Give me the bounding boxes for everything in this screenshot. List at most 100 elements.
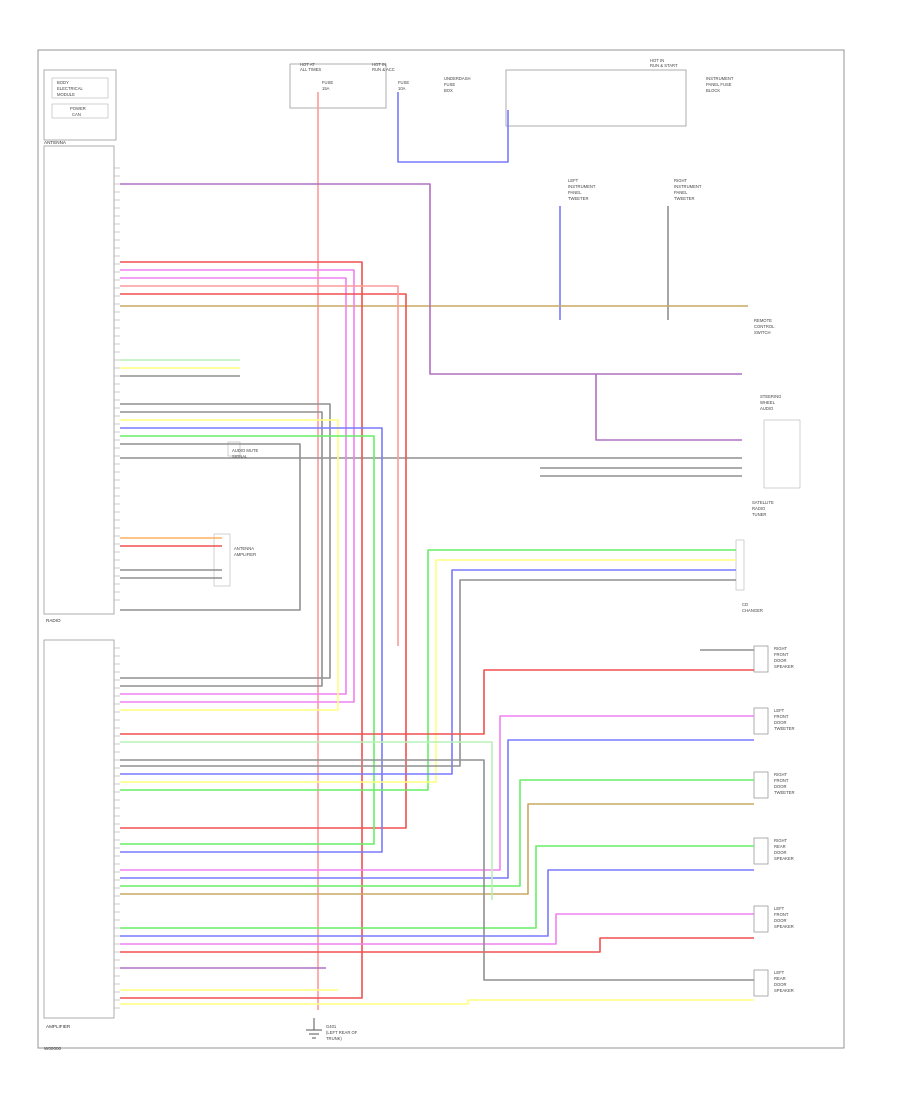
hot-start-line2: RUN & START xyxy=(650,63,678,68)
hot-run-line1: HOT AT xyxy=(300,62,315,67)
speaker-label-6: REAR xyxy=(774,976,786,981)
speaker-label-6: LEFT xyxy=(774,970,785,975)
wire-red-spk5 xyxy=(120,937,754,953)
remote-line1: REMOTE xyxy=(754,318,772,323)
wire-pink-spk2 xyxy=(120,715,754,871)
steering-line2: WHEEL xyxy=(760,400,776,405)
remote-line2: CONTROL xyxy=(754,324,775,329)
antenna-label: ANTENNA xyxy=(44,140,67,145)
speaker-label-2: TWEETER xyxy=(774,726,794,731)
hot-acc-line1: HOT IN xyxy=(372,62,386,67)
hot-acc-fuse1: FUSE xyxy=(398,80,409,85)
wire-green-spk4 xyxy=(120,845,754,929)
cd-line1: CD xyxy=(742,602,748,607)
instrument-line1: INSTRUMENT xyxy=(706,76,734,81)
underdash-line2: FUSE xyxy=(444,82,455,87)
hot-acc-line2: RUN & ACC xyxy=(372,67,395,72)
wire-lightgreen-amp xyxy=(120,741,493,900)
wire-layer xyxy=(120,92,754,1010)
wire-red-1 xyxy=(120,261,363,999)
wire-green-a xyxy=(120,435,375,845)
antenna-amp-line2: AMPLIFIER xyxy=(234,552,256,557)
speaker-label-1: RIGHT xyxy=(774,646,787,651)
steering-line3: AUDIO xyxy=(760,406,774,411)
wire-gray-b xyxy=(120,411,323,687)
speaker-label-3: FRONT xyxy=(774,778,789,783)
body-module-box xyxy=(43,69,117,141)
hot-acc-fuse2: 10A xyxy=(398,86,406,91)
wire-green-sat xyxy=(120,549,736,791)
wire-yellow-spk6 xyxy=(120,999,754,1005)
wire-blue-spk2 xyxy=(120,739,754,879)
steering-line1: STEERING xyxy=(760,394,781,399)
speaker-label-1: DOOR xyxy=(774,658,787,663)
speaker-label-3: TWEETER xyxy=(774,790,794,795)
speaker-label-4: RIGHT xyxy=(774,838,787,843)
wire-yellow-a xyxy=(120,419,339,711)
hot-run-line2: ALL TIMES xyxy=(300,67,321,72)
speaker-label-2: DOOR xyxy=(774,720,787,725)
hot-run-fuse1: FUSE xyxy=(322,80,333,85)
body-module-line2: ELECTRICAL xyxy=(57,86,84,91)
radio-box xyxy=(43,639,115,1019)
speaker-label-6: DOOR xyxy=(774,982,787,987)
wire-green-spk3 xyxy=(120,779,754,887)
wire-violet-steering-2 xyxy=(595,374,742,441)
ground-line1: G401 xyxy=(326,1024,337,1029)
body-module-line3: MODULE xyxy=(57,92,75,97)
hot-start-line1: HOT IN xyxy=(650,58,664,63)
wire-red-3 xyxy=(120,285,399,646)
antenna-amplifier-box xyxy=(43,145,115,615)
speaker-group xyxy=(753,645,769,997)
remote-line3: SWITCH xyxy=(754,330,771,335)
cd-line2: CHANGER xyxy=(742,608,763,613)
speaker-label-2: LEFT xyxy=(774,708,785,713)
right-spk-line3: PANEL xyxy=(674,190,688,195)
wire-blue-spk4 xyxy=(120,869,754,937)
antenna-amp-line1: ANTENNA xyxy=(234,546,254,551)
audio-mute-line1: AUDIO MUTE xyxy=(232,448,258,453)
wire-pink-spk5 xyxy=(120,913,754,945)
wire-gray-a xyxy=(120,403,331,679)
body-module-sub1: POWER xyxy=(70,106,86,111)
speaker-label-1: SPEAKER xyxy=(774,664,794,669)
diagram-frame xyxy=(37,49,845,1049)
wire-pink-2 xyxy=(120,277,347,695)
wire-brown-spk3 xyxy=(120,803,754,895)
speaker-label-5: FRONT xyxy=(774,912,789,917)
audio-mute-box xyxy=(227,441,241,457)
left-spk-line4: TWEETER xyxy=(568,196,588,201)
instrument-line2: PANEL FUSE xyxy=(706,82,732,87)
satellite-box xyxy=(735,539,745,591)
wire-blue-sat xyxy=(120,569,736,775)
speaker-label-1: FRONT xyxy=(774,652,789,657)
right-spk-line1: RIGHT xyxy=(674,178,687,183)
speaker-label-5: LEFT xyxy=(774,906,785,911)
underdash-line1: UNDERDASH xyxy=(444,76,471,81)
steering-switch-box xyxy=(213,533,231,587)
underdash-fuse-box xyxy=(505,69,687,127)
satellite-line2: RADIO xyxy=(752,506,766,511)
underdash-line3: BOX xyxy=(444,88,453,93)
wire-blue-acc-feed xyxy=(397,92,509,163)
wire-yellow-sat xyxy=(120,559,736,783)
speaker-label-5: SPEAKER xyxy=(774,924,794,929)
speaker-label-3: DOOR xyxy=(774,784,787,789)
ground-symbol xyxy=(306,1018,322,1039)
instrument-line3: BLOCK xyxy=(706,88,720,93)
body-module-sub2: CAN xyxy=(72,112,81,117)
left-spk-line3: PANEL xyxy=(568,190,582,195)
right-panel-box xyxy=(763,419,801,489)
wire-red-2 xyxy=(120,293,407,829)
speaker-label-4: SPEAKER xyxy=(774,856,794,861)
top-fuse-box xyxy=(289,63,387,109)
body-module-line1: BODY xyxy=(57,80,69,85)
radio-label: RADIO xyxy=(46,618,61,623)
wire-gray-spk6 xyxy=(120,759,754,981)
ground-line2: (LEFT REAR OF xyxy=(326,1030,358,1035)
hot-run-fuse2: 15A xyxy=(322,86,330,91)
speaker-label-6: SPEAKER xyxy=(774,988,794,993)
speaker-label-4: DOOR xyxy=(774,850,787,855)
right-spk-line4: TWEETER xyxy=(674,196,694,201)
speaker-label-5: DOOR xyxy=(774,918,787,923)
